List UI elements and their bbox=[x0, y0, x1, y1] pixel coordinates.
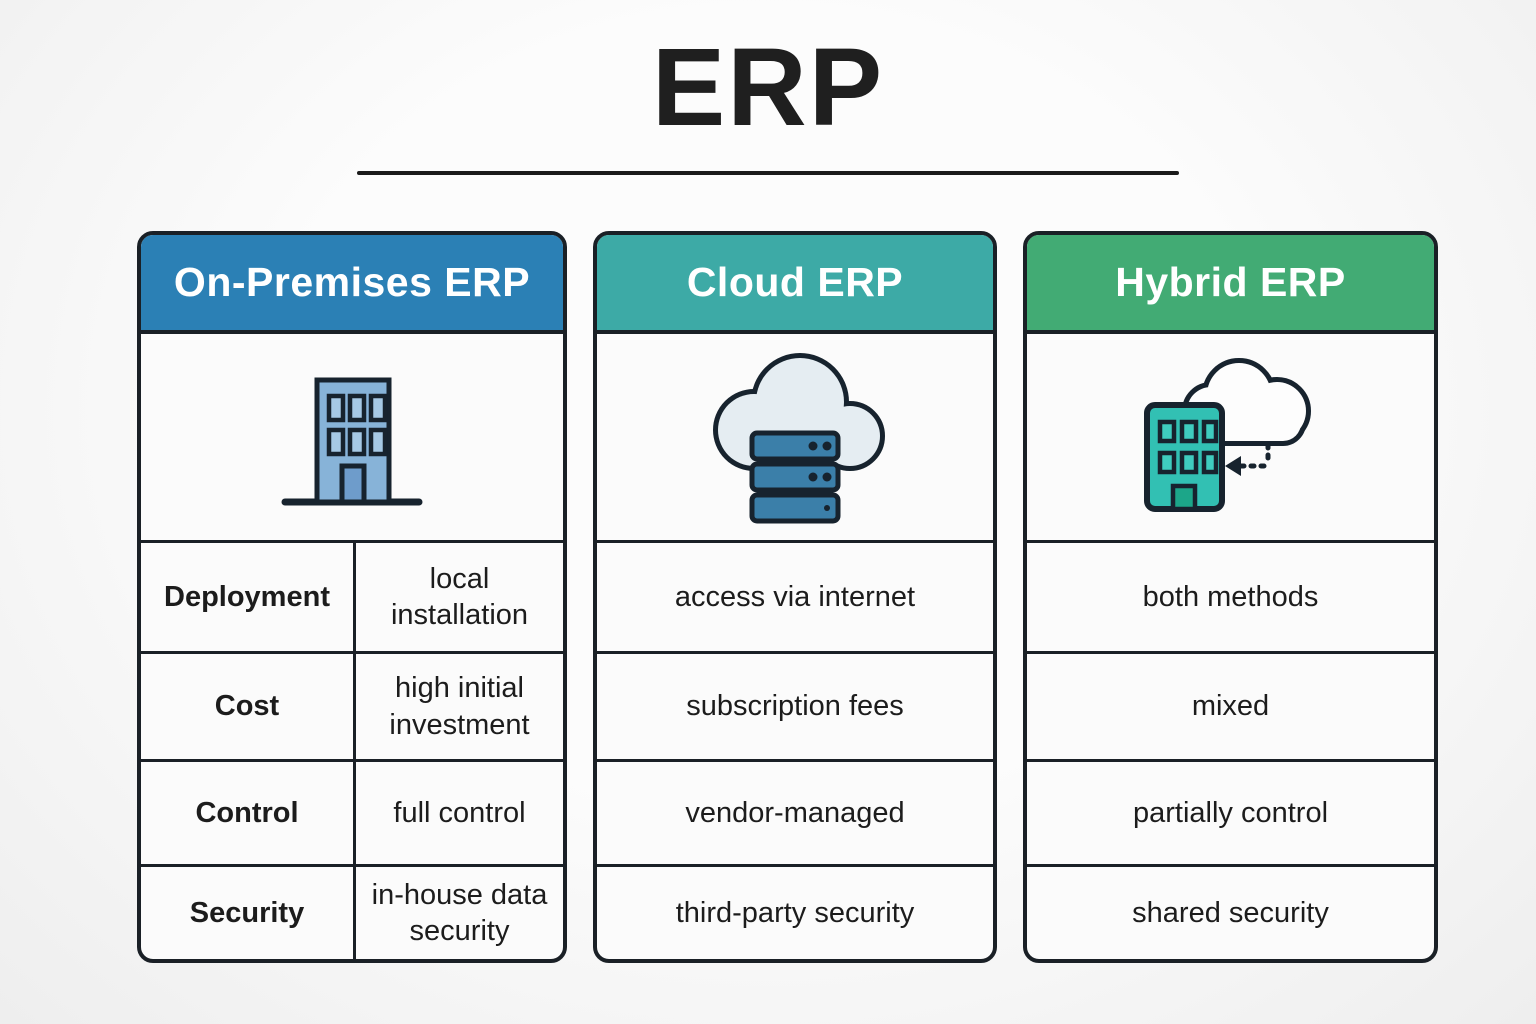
cell-hybrid-cost: mixed bbox=[1191, 690, 1270, 723]
column-on-premises-erp: On-Premises ERP Deployment local install… bbox=[137, 231, 567, 963]
page-header: ERP bbox=[0, 26, 1536, 176]
cell-onprem-security: in-house data security bbox=[371, 878, 548, 947]
comparison-table: On-Premises ERP Deployment local install… bbox=[137, 231, 1438, 963]
icon-cell-hybrid bbox=[1027, 334, 1434, 543]
building-icon bbox=[281, 377, 423, 506]
cloud-server-icon bbox=[713, 353, 885, 524]
cell-hybrid-security: shared security bbox=[1132, 896, 1329, 929]
row-label-deployment: Deployment bbox=[141, 543, 356, 651]
column-header-on-premises: On-Premises ERP bbox=[141, 235, 563, 334]
building-cloud-icon bbox=[1143, 358, 1311, 512]
icon-cell-cloud bbox=[597, 334, 993, 543]
cell-onprem-control: full control bbox=[393, 796, 526, 829]
cell-cloud-control: vendor-managed bbox=[685, 796, 905, 829]
row-label-cost: Cost bbox=[141, 654, 356, 759]
cell-cloud-cost: subscription fees bbox=[686, 690, 904, 723]
title-underline bbox=[357, 171, 1179, 176]
cell-hybrid-deployment: both methods bbox=[1142, 580, 1319, 613]
cell-onprem-cost: high initial investment bbox=[389, 672, 530, 741]
cell-cloud-deployment: access via internet bbox=[674, 580, 916, 613]
icon-cell-on-premises bbox=[141, 334, 563, 543]
row-label-control: Control bbox=[141, 762, 356, 864]
row-label-security: Security bbox=[141, 867, 356, 959]
column-header-cloud: Cloud ERP bbox=[597, 235, 993, 334]
column-hybrid-erp: Hybrid ERP bbox=[1023, 231, 1438, 963]
cell-cloud-security: third-party security bbox=[675, 896, 915, 929]
column-header-hybrid: Hybrid ERP bbox=[1027, 235, 1434, 334]
column-cloud-erp: Cloud ERP bbox=[593, 231, 997, 963]
cell-hybrid-control: partially control bbox=[1132, 796, 1329, 829]
page-title: ERP bbox=[651, 26, 885, 149]
cell-onprem-deployment: local installation bbox=[390, 562, 529, 631]
